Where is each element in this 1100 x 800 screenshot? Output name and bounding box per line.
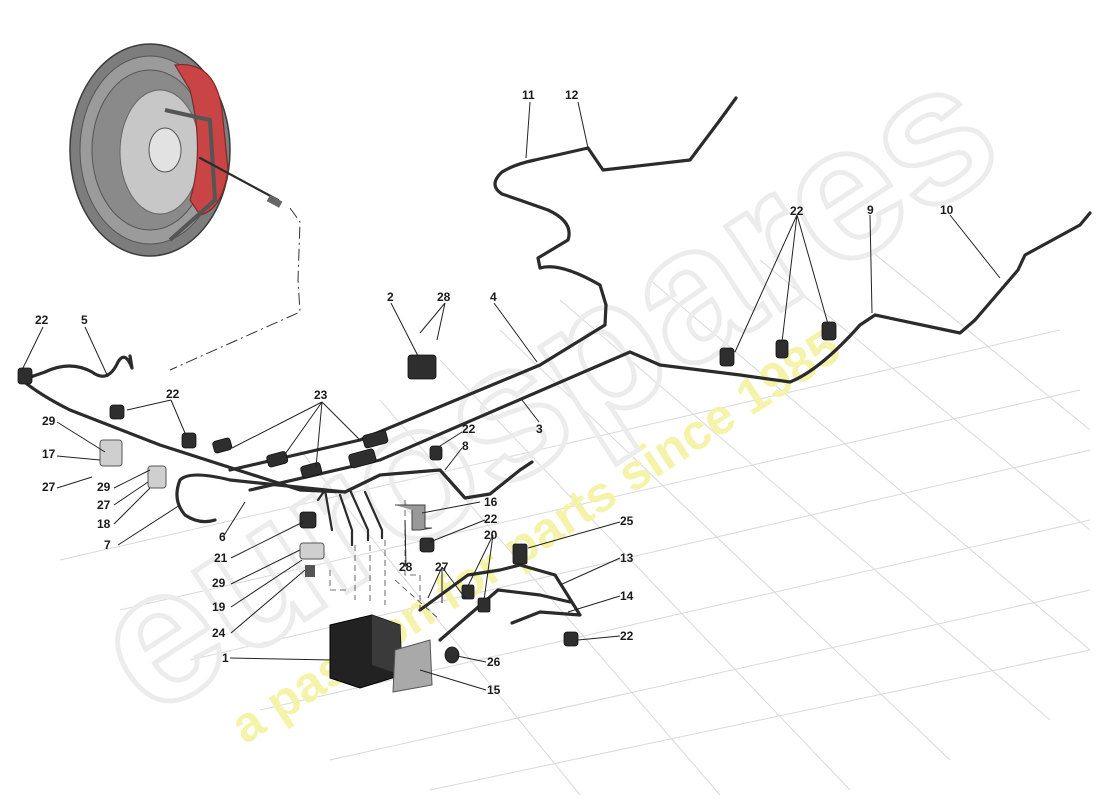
label-14: 14 <box>620 589 634 603</box>
label-23: 23 <box>314 388 328 402</box>
label-5: 5 <box>81 313 88 327</box>
label-26: 26 <box>487 655 501 669</box>
pipe-clips <box>17 321 837 664</box>
brake-pipe-12 <box>493 96 738 307</box>
label-17: 17 <box>42 447 56 461</box>
label-9: 9 <box>867 203 874 217</box>
label-1: 1 <box>222 651 229 665</box>
label-4: 4 <box>490 290 497 304</box>
label-29-b: 29 <box>97 480 111 494</box>
label-18: 18 <box>97 517 111 531</box>
label-22-bottom: 22 <box>620 629 634 643</box>
brake-pipe-14 <box>438 588 572 642</box>
label-16: 16 <box>484 495 498 509</box>
leader-lines <box>21 101 1001 691</box>
brake-pipe-8 <box>343 460 534 500</box>
label-24: 24 <box>212 626 226 640</box>
label-22-lower: 22 <box>484 512 498 526</box>
label-28-top: 28 <box>437 290 451 304</box>
brake-pipe-5 <box>20 354 134 382</box>
label-10: 10 <box>940 203 954 217</box>
label-3: 3 <box>536 422 543 436</box>
label-22-mid: 22 <box>462 422 476 436</box>
label-27-b: 27 <box>97 498 111 512</box>
label-22-top-left: 22 <box>35 313 49 327</box>
label-2: 2 <box>387 290 394 304</box>
label-22-right: 22 <box>790 204 804 218</box>
brake-disc-assembly <box>69 43 231 257</box>
brake-pipe-4 <box>228 303 608 472</box>
label-19: 19 <box>212 600 226 614</box>
label-27-a: 27 <box>42 480 56 494</box>
label-21: 21 <box>214 551 228 565</box>
callout-labels: 11 12 22 9 10 2 28 4 3 22 5 22 23 22 8 2… <box>35 88 954 697</box>
label-22-left: 22 <box>166 387 180 401</box>
label-28-low: 28 <box>399 560 413 574</box>
hydraulic-unit <box>329 614 433 693</box>
label-29-a: 29 <box>42 414 56 428</box>
label-27-c: 27 <box>435 560 449 574</box>
label-11: 11 <box>522 88 535 102</box>
label-20: 20 <box>484 528 498 542</box>
label-6: 6 <box>219 530 226 544</box>
label-29-c: 29 <box>212 576 226 590</box>
brake-pipe-9 <box>658 313 977 384</box>
label-15: 15 <box>487 683 501 697</box>
label-12: 12 <box>565 88 579 102</box>
label-8: 8 <box>462 439 469 453</box>
brake-pipe-10 <box>973 211 1092 322</box>
brake-pipe-7 <box>175 473 347 524</box>
label-7: 7 <box>104 538 111 552</box>
label-25: 25 <box>620 514 634 528</box>
label-13: 13 <box>620 551 634 565</box>
